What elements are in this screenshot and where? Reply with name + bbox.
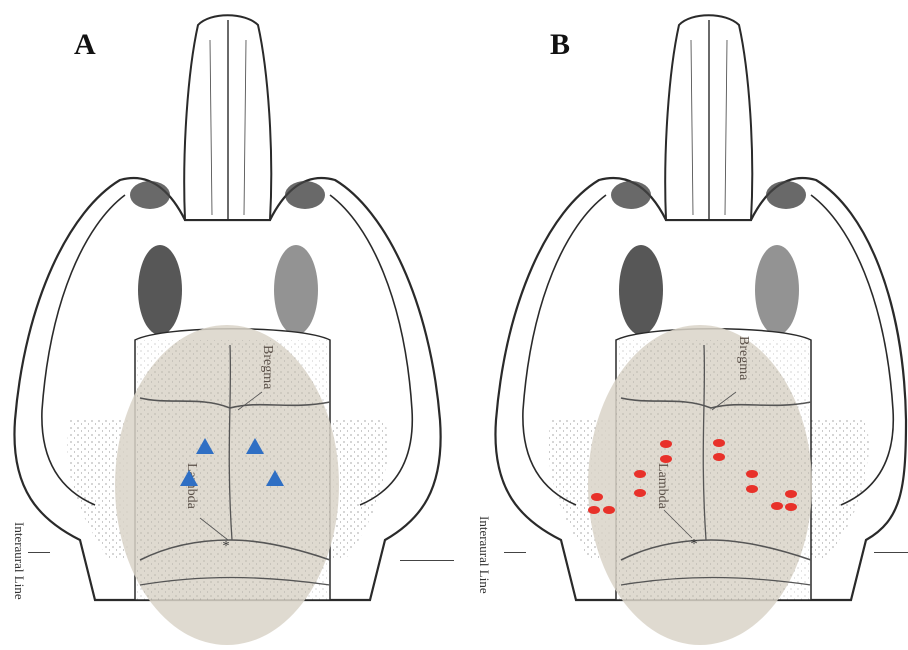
orbit-right [274, 245, 318, 335]
marker-ellipse [771, 502, 783, 510]
marker-ellipse [785, 503, 797, 511]
marker-ellipse [603, 506, 615, 514]
panel-a: * Bregma Lambda A Interaural Line [0, 0, 454, 650]
marker-ellipse [713, 439, 725, 447]
bregma-label: Bregma [260, 345, 275, 390]
marker-ellipse [591, 493, 603, 501]
panel-b: * Bregma Lambda B Interaural Line [454, 0, 908, 650]
panel-letter: B [550, 28, 570, 62]
interaural-line-right [874, 552, 908, 553]
marker-ellipse [785, 490, 797, 498]
marker-ellipse [713, 453, 725, 461]
orbit-left [138, 245, 182, 335]
marker-ellipse [634, 489, 646, 497]
skull-illustration-a: * Bregma Lambda [0, 0, 454, 650]
interaural-label: Interaural Line [11, 522, 27, 600]
svg-text:*: * [223, 539, 230, 554]
marker-ellipse [746, 470, 758, 478]
lambda-label: Lambda [184, 463, 199, 510]
marker-ellipse [746, 485, 758, 493]
marker-ellipse [660, 455, 672, 463]
marker-ellipse [634, 470, 646, 478]
lambda-label: Lambda [655, 463, 670, 510]
orbit-right [755, 245, 799, 335]
interaural-line-right [400, 560, 454, 561]
interaural-label: Interaural Line [476, 516, 492, 594]
panel-letter: A [74, 28, 96, 62]
svg-text:*: * [691, 537, 698, 552]
interaural-line-left [28, 552, 50, 553]
interaural-line-left [504, 552, 526, 553]
orbit-left [619, 245, 663, 335]
bregma-label: Bregma [736, 336, 751, 381]
marker-ellipse [588, 506, 600, 514]
marker-ellipse [660, 440, 672, 448]
